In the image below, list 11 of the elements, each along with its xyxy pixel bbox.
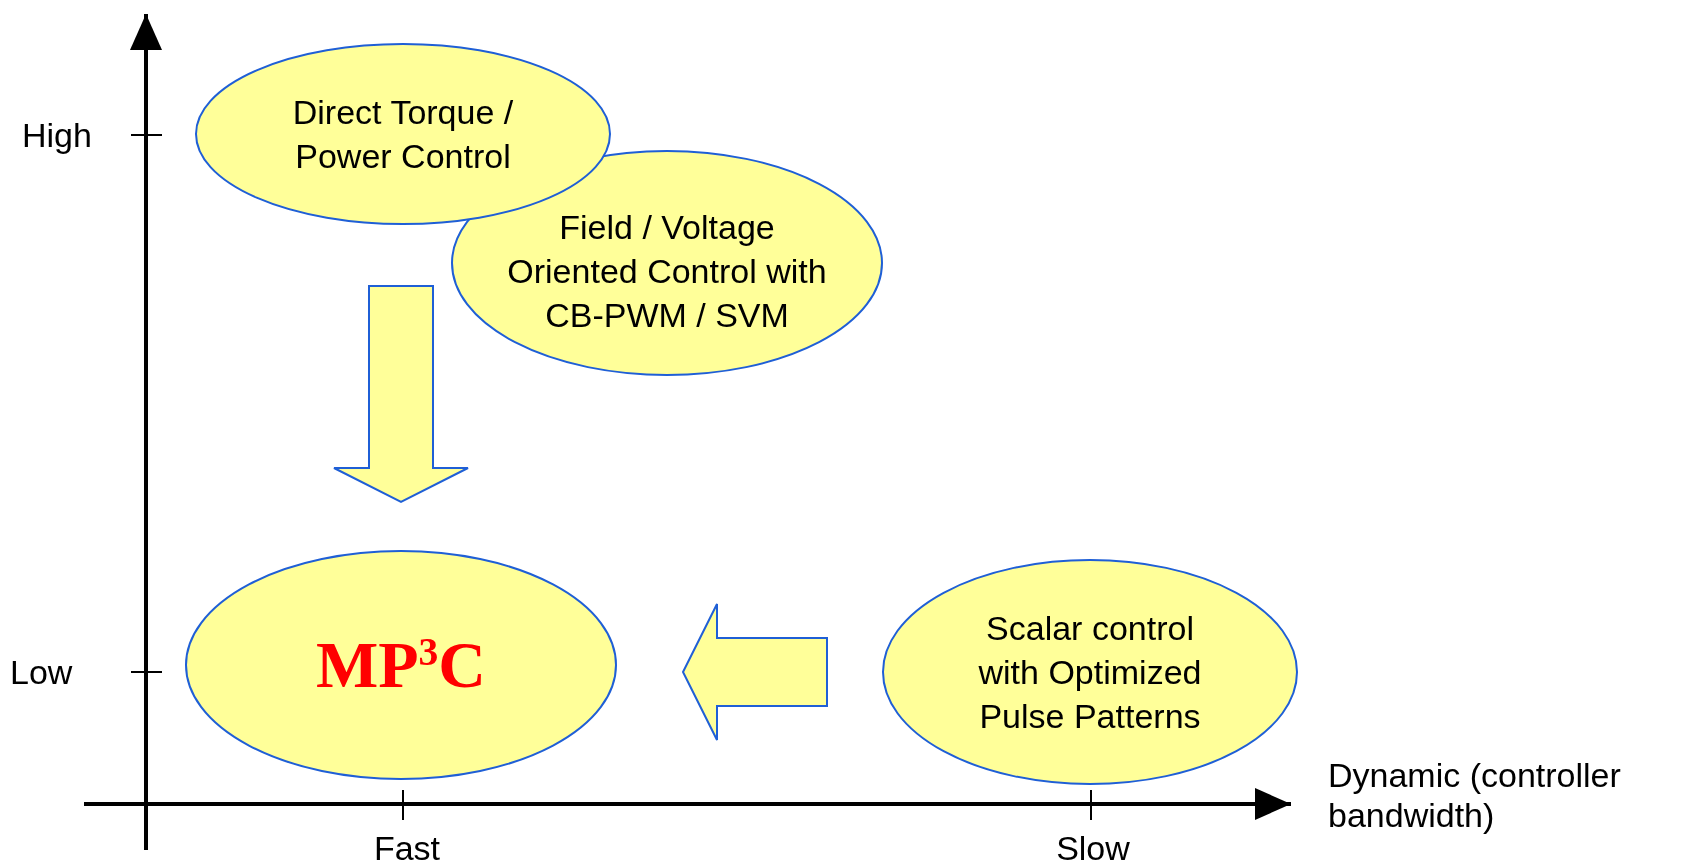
axis-label: Low [10,652,73,692]
axis-label: High [22,115,92,155]
axis-label: Dynamic (controller bandwidth) [1328,755,1622,835]
block-arrow [681,603,828,741]
block-arrow [333,285,469,504]
method-label: Scalar control with Optimized Pulse Patterns [977,608,1203,737]
axis-label: Fast [372,828,442,865]
method-name: MP$^{3}$C [314,630,488,700]
axis-label: Slow [1055,828,1131,865]
method-label: Direct Torque / Power Control [291,92,515,177]
method-label: Field / Voltage Oriented Control with CB-PWM / SVM [506,207,828,336]
